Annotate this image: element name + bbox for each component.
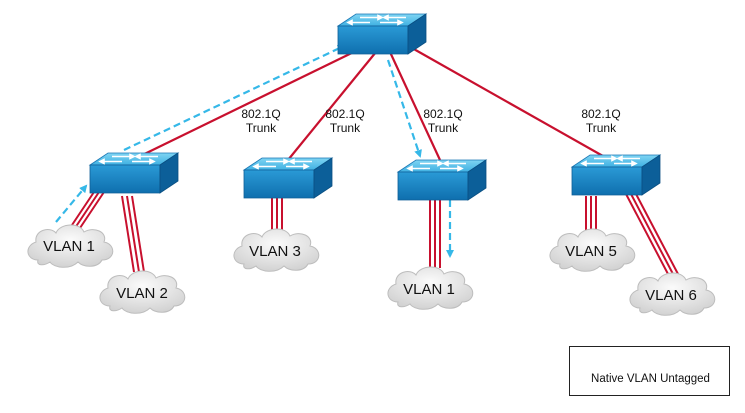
native-vlan-paths — [55, 44, 454, 258]
trunk-label-line1: 802.1Q — [325, 107, 365, 121]
vlan-label: VLAN 2 — [116, 285, 168, 302]
trunk-label-line1: 802.1Q — [581, 107, 621, 121]
trunk-label: 802.1Q Trunk — [576, 107, 626, 135]
vlan-label: VLAN 5 — [565, 243, 617, 260]
legend-label: Native VLAN Untagged — [591, 373, 710, 385]
legend-box: Native VLAN Untagged — [569, 346, 730, 396]
trunk-line-2 — [287, 51, 377, 161]
trunk-label-line2: Trunk — [585, 121, 617, 135]
switch-icon — [89, 152, 179, 194]
vlan-label: VLAN 1 — [403, 281, 455, 298]
native-arrow-down-trunk — [386, 59, 422, 158]
trunk-line-4 — [411, 47, 611, 161]
vlan-label: VLAN 3 — [249, 243, 301, 260]
vlan-label: VLAN 1 — [43, 238, 95, 255]
trunk-label-line2: Trunk — [245, 121, 277, 135]
vlan-label: VLAN 6 — [645, 287, 697, 304]
trunk-line-3 — [389, 51, 441, 161]
trunk-label: 802.1Q Trunk — [236, 107, 286, 135]
switch-icon — [571, 154, 661, 196]
trunk-label-line2: Trunk — [329, 121, 361, 135]
switch-icon — [243, 157, 333, 199]
trunk-lines — [127, 47, 611, 163]
native-arrow-to-top — [123, 44, 346, 151]
switch-icon — [397, 159, 487, 201]
trunk-line-1 — [127, 47, 363, 163]
access-links — [69, 191, 679, 275]
trunk-label: 802.1Q Trunk — [418, 107, 468, 135]
trunk-label-line1: 802.1Q — [241, 107, 281, 121]
native-arrow-from-vlan1 — [55, 184, 88, 223]
trunk-label-line1: 802.1Q — [423, 107, 463, 121]
switch-icon — [337, 13, 427, 55]
trunk-label: 802.1Q Trunk — [320, 107, 370, 135]
trunk-label-line2: Trunk — [427, 121, 459, 135]
